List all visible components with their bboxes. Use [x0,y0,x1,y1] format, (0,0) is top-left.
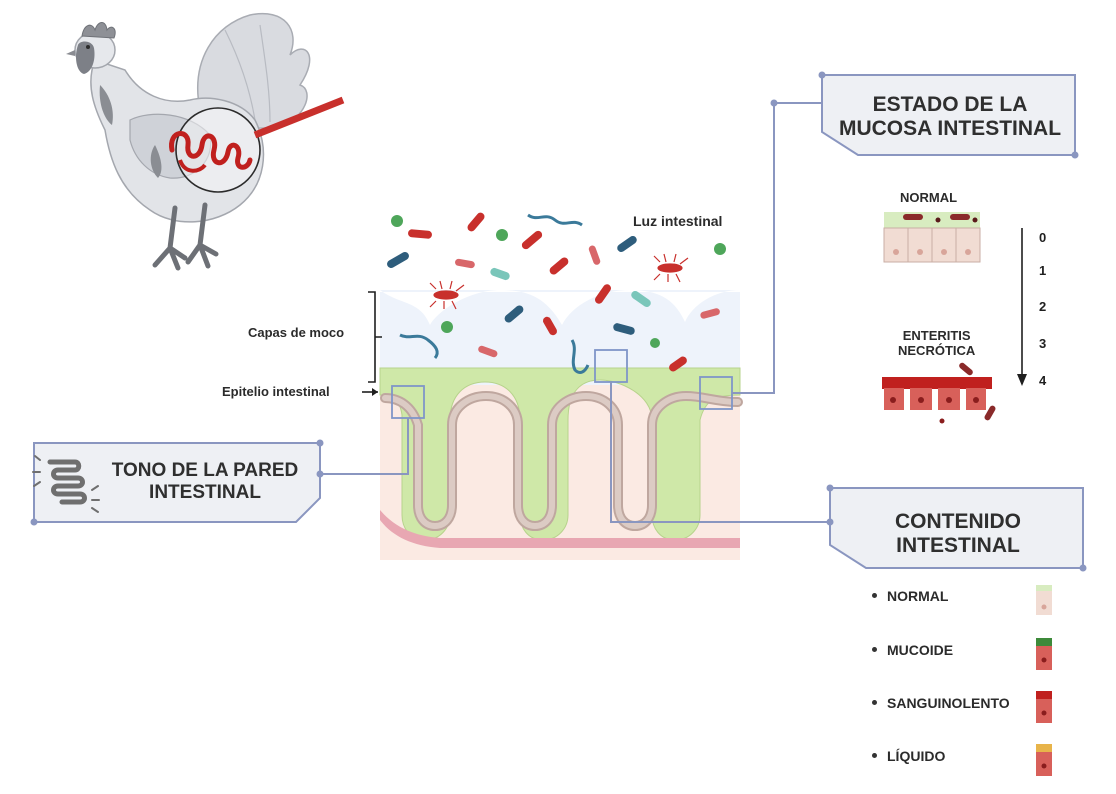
card-mucosa-title: ESTADO DE LA MUCOSA INTESTINAL [828,93,1072,141]
bullet-icon [872,592,877,598]
connectors [320,102,830,523]
contenido-cell-icons [1036,585,1052,776]
contenido-item: NORMAL [872,588,948,604]
normal-mucosa-icon [883,212,981,263]
score-0: 0 [1039,230,1047,245]
contenido-item: SANGUINOLENTO [872,695,1010,711]
card-tono-line2: INTESTINAL [149,481,261,503]
card-contenido-bg [829,487,1084,569]
mucosa-enteritis-label: ENTERITIS NECRÓTICA [898,328,976,359]
mucus-bracket [368,291,382,383]
card-tono-bg [33,442,321,523]
intestinal-section [362,212,743,560]
score-2: 2 [1039,299,1047,314]
necrotic-mucosa-icon [882,362,996,424]
contenido-item: MUCOIDE [872,642,953,658]
card-contenido-line2: INTESTINAL [896,534,1020,558]
rooster-illustration [66,12,345,271]
card-mucosa-line1: ESTADO DE LA [872,93,1028,116]
capas-moco-label: Capas de moco [248,325,345,340]
contenido-item-label: LÍQUIDO [887,748,946,764]
luz-intestinal-label: Luz intestinal [633,213,723,229]
score-3: 3 [1039,336,1047,351]
bacteria-cluster [387,212,726,374]
contenido-item-label: MUCOIDE [887,642,954,658]
score-4: 4 [1039,373,1047,388]
bullet-icon [872,646,877,652]
card-tono-line1: TONO DE LA PARED [111,460,299,481]
card-tono-title: TONO DE LA PARED INTESTINAL [95,460,315,504]
card-contenido-title: CONTENIDO INTESTINAL [836,510,1080,558]
contenido-item: LÍQUIDO [872,748,945,764]
epitelio-label: Epitelio intestinal [222,384,330,399]
bullet-icon [872,699,877,705]
card-contenido-line1: CONTENIDO [895,510,1021,533]
contenido-item-label: NORMAL [887,588,949,604]
score-1: 1 [1039,263,1047,278]
mucosa-enteritis-line1: ENTERITIS [902,328,971,343]
bullet-icon [872,752,877,758]
contenido-item-label: SANGUINOLENTO [887,695,1010,711]
mucosa-normal-label: NORMAL [900,190,958,205]
card-mucosa-line2: MUCOSA INTESTINAL [838,117,1062,141]
mucosa-enteritis-line2: NECRÓTICA [898,342,976,358]
intestine-icon [32,455,100,513]
card-mucosa-bg [821,74,1076,156]
